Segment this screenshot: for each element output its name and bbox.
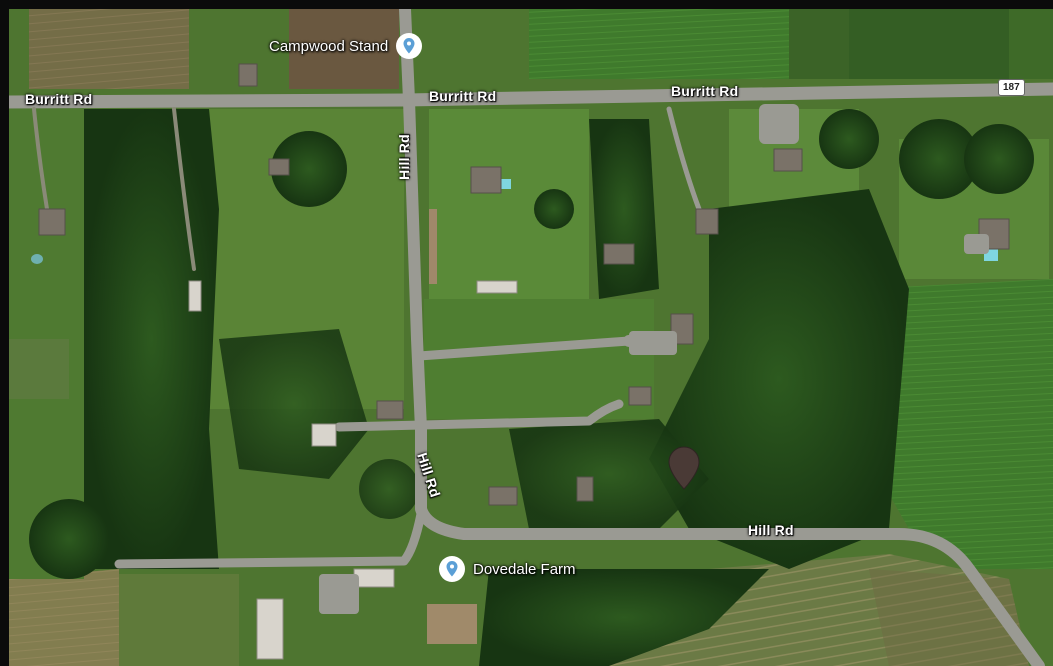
location-pin-icon[interactable] [667, 445, 701, 491]
satellite-map[interactable]: Burritt Rd Burritt Rd Burritt Rd Hill Rd… [9, 9, 1053, 666]
route-shield-187: 187 [998, 79, 1025, 96]
place-label-dovedale-farm: Dovedale Farm [473, 560, 576, 578]
road-label-hill-north: Hill Rd [395, 134, 412, 180]
road-label-burritt-mid: Burritt Rd [429, 88, 497, 104]
satellite-imagery [9, 9, 1053, 666]
place-pin-icon [439, 556, 465, 582]
place-pin-icon [396, 33, 423, 59]
road-label-burritt-east: Burritt Rd [671, 83, 739, 99]
place-campwood-stand[interactable]: Campwood Stand [269, 31, 424, 61]
place-label-campwood-stand: Campwood Stand [269, 37, 389, 55]
road-label-hill-east: Hill Rd [748, 522, 794, 538]
place-dovedale-farm[interactable]: Dovedale Farm [437, 554, 576, 584]
road-label-burritt-west: Burritt Rd [25, 91, 93, 107]
